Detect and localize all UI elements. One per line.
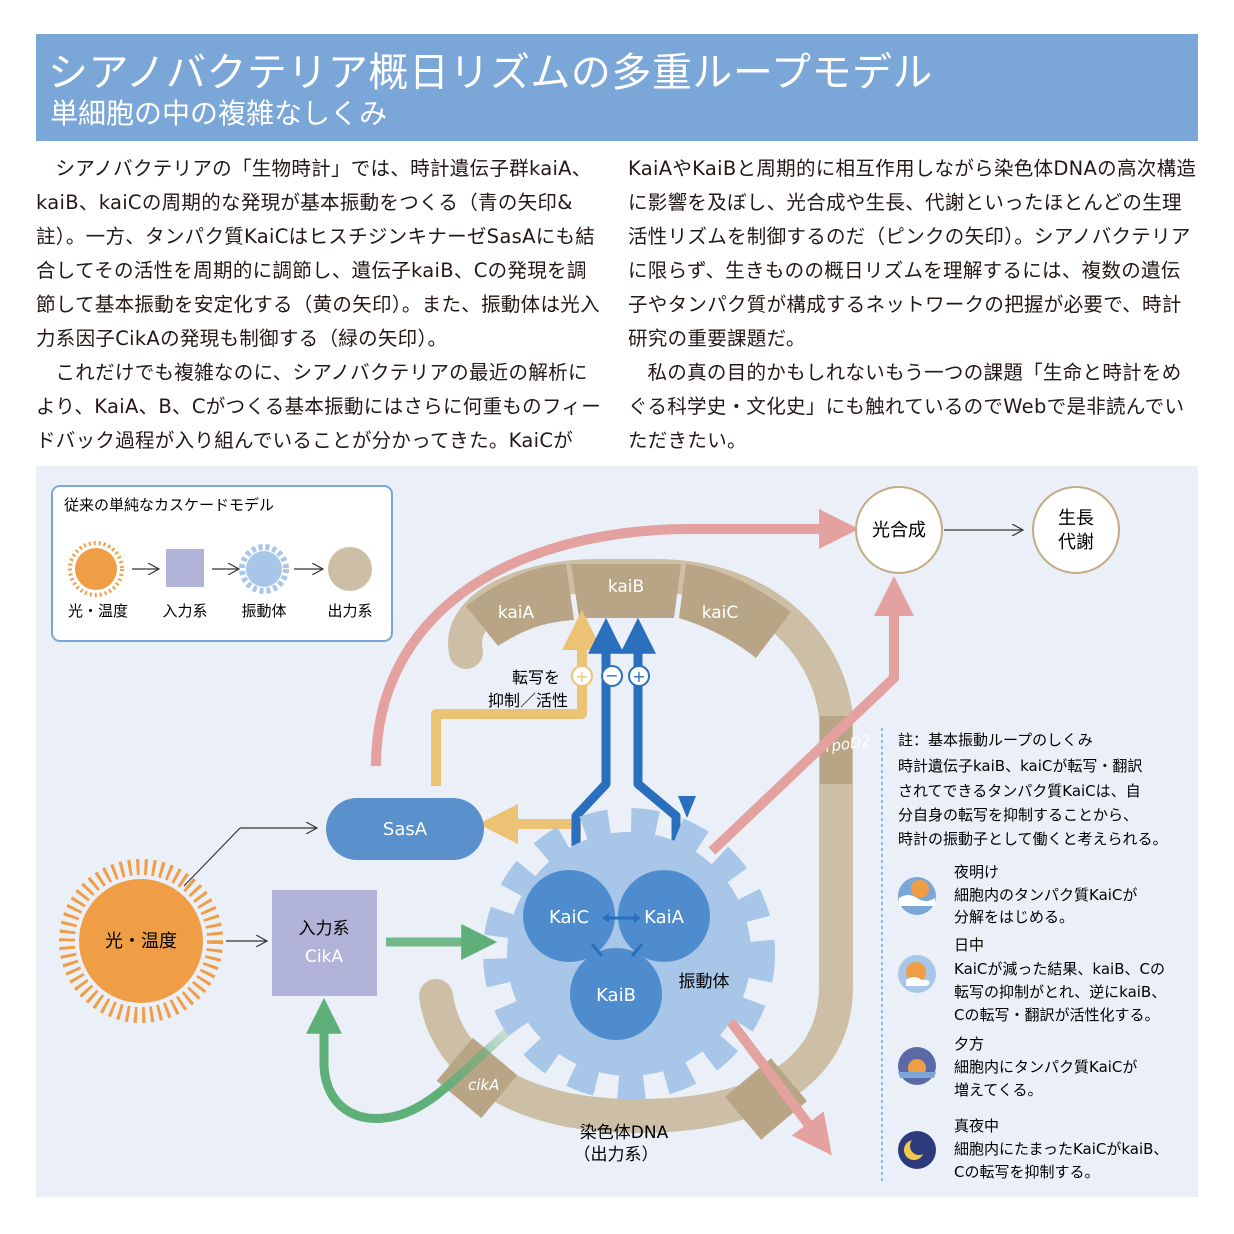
gene-segment-kaic [679, 564, 791, 658]
pink-arrow-to-photosynthesis [371, 509, 859, 767]
legend-gear-icon [239, 544, 289, 594]
gene-segment-kaia [466, 564, 574, 646]
article-paragraph: これだけでも複雑なのに、シアノバクテリアの最近の解析により、KaiA、B、Cがつ… [36, 361, 601, 452]
kaia-node [618, 870, 710, 962]
kaic-node [523, 870, 615, 962]
legend-item-light: 光・温度 [68, 602, 128, 620]
daytime-icon [898, 955, 936, 993]
phase-line: Cの転写を抑制する。 [954, 1163, 1099, 1181]
svg-text:−: − [605, 666, 618, 685]
light-temperature-sun [59, 859, 223, 1023]
header-banner: シアノバクテリア概日リズムの多重ループモデル 単細胞の中の複雑なしくみ [36, 34, 1198, 141]
sasa-node [326, 798, 484, 860]
legend-item-output: 出力系 [327, 602, 372, 620]
dna-segment-rpod2 [820, 716, 852, 784]
plus-sign-yellow: + [571, 665, 593, 687]
input-system-label: 入力系 [299, 919, 350, 939]
plus-sign-blue: + [628, 665, 650, 687]
phase-name-dawn: 夜明け [954, 863, 999, 881]
article-column-right: KaiAやKaiBと周期的に相互作用しながら染色体DNAの高次構造に影響を及ぼし… [628, 152, 1198, 458]
input-system-box [272, 890, 377, 996]
blue-arrow-up-2 [620, 617, 681, 846]
photosynthesis-circle [855, 486, 943, 574]
transcription-label-1: 転写を [512, 668, 560, 687]
pink-arrow-rpod2 [708, 576, 914, 855]
article-paragraph: KaiAやKaiBと周期的に相互作用しながら染色体DNAの高次構造に影響を及ぼし… [628, 157, 1197, 350]
yellow-arrow-to-sasa [478, 804, 581, 844]
output-system-label: （出力系） [574, 1145, 659, 1165]
oscillator-label: 振動体 [679, 972, 730, 992]
kaib-node [570, 948, 662, 1040]
legend-item-oscillator: 振動体 [241, 602, 286, 620]
phase-line: 増えてくる。 [954, 1081, 1043, 1099]
gene-label-cika: cikA [468, 1076, 499, 1094]
svg-text:+: + [632, 667, 645, 686]
phase-line: 分解をはじめる。 [954, 908, 1074, 926]
photosynthesis-label: 光合成 [872, 520, 926, 541]
light-temperature-label: 光・温度 [105, 931, 177, 952]
phase-line: Cの転写・翻訳が活性化する。 [954, 1006, 1159, 1024]
legend-sun-icon [68, 541, 124, 597]
dawn-icon [898, 877, 936, 915]
phase-line: 細胞内にタンパク質KaiCが [954, 1058, 1137, 1076]
chromosome-dna-label: 染色体DNA [580, 1123, 669, 1143]
gene-segment-kaib [571, 564, 681, 618]
phase-name-midnight: 真夜中 [954, 1117, 999, 1135]
phase-name-dusk: 夕方 [954, 1035, 984, 1053]
legend-title: 従来の単純なカスケードモデル [64, 496, 274, 514]
multi-loop-diagram: kaiA kaiB kaiC rpoD2 cikA 従来の単純なカスケードモデル… [51, 485, 1168, 1184]
dna-segment [725, 1058, 807, 1140]
note-line: 時計遺伝子kaiB、kaiCが転写・翻訳 [898, 757, 1142, 775]
growth-label: 生長 [1058, 508, 1094, 529]
phase-line: 細胞内にたまったKaiCがkaiB、 [954, 1140, 1168, 1158]
legend-input-icon [166, 549, 204, 587]
article-paragraph: 私の真の目的かもしれないもう一つの課題「生命と時計をめぐる科学史・文化史」にも触… [628, 361, 1185, 452]
green-arrow-cika-loop [306, 997, 534, 1124]
page-subtitle: 単細胞の中の複雑なしくみ [50, 97, 388, 130]
note-line: されてできるタンパク質KaiCは、自 [898, 782, 1141, 800]
growth-metabolism-circle [1032, 486, 1120, 574]
page-title: シアノバクテリア概日リズムの多重ループモデル [48, 50, 933, 96]
phase-line: KaiCが減った結果、kaiB、Cの [954, 960, 1165, 978]
minus-sign: − [601, 665, 623, 687]
cika-label: CikA [305, 947, 343, 967]
svg-text:+: + [575, 667, 588, 686]
midnight-icon [898, 1131, 936, 1169]
article-column-left: シアノバクテリアの「生物時計」では、時計遺伝子群kaiA、kaiB、kaiCの周… [36, 152, 606, 458]
transcription-label-2: 抑制／活性 [488, 691, 568, 710]
figure-panel: kaiA kaiB kaiC rpoD2 cikA 従来の単純なカスケードモデル… [36, 466, 1198, 1197]
note-title: 註：基本振動ループのしくみ [898, 731, 1093, 749]
kaic-label: KaiC [549, 907, 589, 928]
gene-label-kaia: kaiA [498, 603, 535, 623]
legend-box [51, 485, 393, 642]
dusk-icon [898, 1047, 936, 1085]
phase-line: 転写の抑制がとれ、逆にkaiB、 [954, 983, 1166, 1001]
legend-output-icon [328, 547, 372, 591]
phase-line: 細胞内のタンパク質KaiCが [954, 886, 1137, 904]
blue-arrow-up-1 [571, 617, 624, 846]
pink-arrow-down [715, 1002, 832, 1156]
gene-label-kaib: kaiB [608, 577, 644, 597]
note-line: 分自身の転写を抑制することから、 [898, 806, 1138, 824]
kaib-label: KaiB [596, 985, 636, 1006]
dna-segment-cika [436, 1037, 518, 1119]
article-paragraph: シアノバクテリアの「生物時計」では、時計遺伝子群kaiA、kaiB、kaiCの周… [36, 157, 600, 350]
sasa-label: SasA [383, 819, 428, 840]
kaia-label: KaiA [644, 907, 685, 928]
metabolism-label: 代謝 [1058, 532, 1094, 553]
phase-name-daytime: 日中 [954, 936, 984, 954]
note-line: 時計の振動子として働くと考えられる。 [898, 830, 1168, 848]
legend-item-input: 入力系 [162, 602, 207, 620]
gene-label-kaic: kaiC [702, 603, 739, 623]
